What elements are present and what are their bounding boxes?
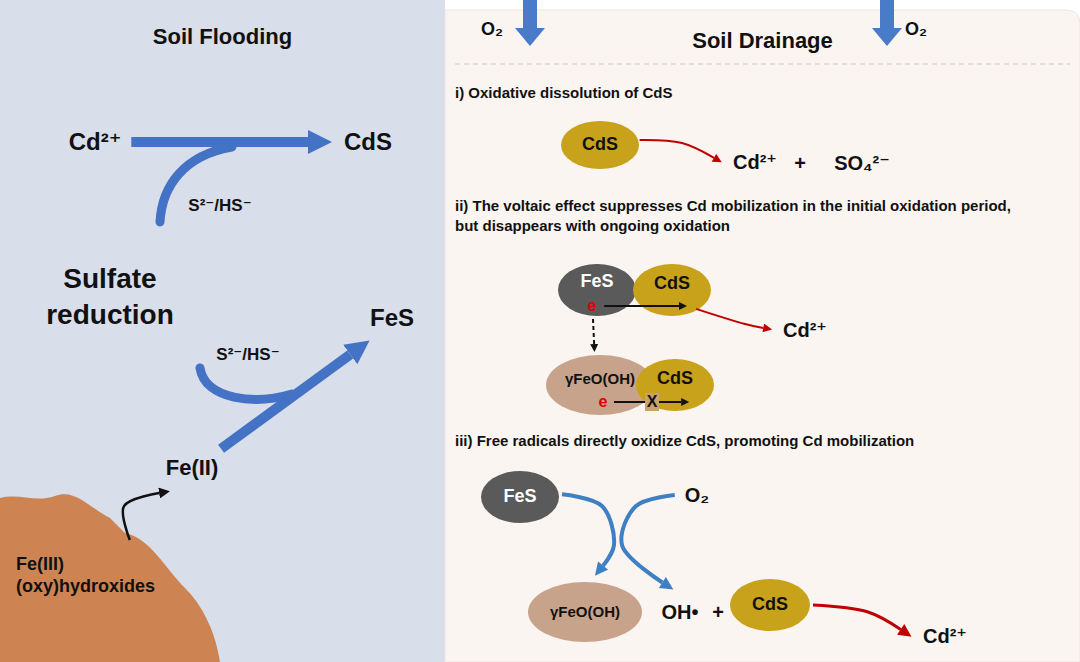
mineral-particle: CdS [632,263,712,317]
reagent-label: S²⁻/HS⁻ [188,196,251,216]
species-label: γFeO(OH) [550,603,620,621]
species-label: SO₄²⁻ [834,151,890,175]
species-label: Cd²⁺ [783,318,827,342]
chemical-species: Cd²⁺ [63,124,128,161]
step-heading: ii) The voltaic effect suppresses Cd mob… [455,196,1020,235]
plus-sign-holder: + [712,600,724,624]
chemical-species: Cd²⁺ [917,620,973,652]
drainage-ground [445,10,1080,662]
plus-sign: + [712,600,724,624]
reaction-arrow [221,355,350,449]
chemical-species: OH• [655,596,704,628]
particle-shape [633,264,711,316]
species-label: γFeO(OH) [565,370,635,388]
chemical-species: FeS [364,300,420,337]
reagent-label-holder: S²⁻/HS⁻ [188,196,251,216]
particle-shape [481,471,559,523]
blocked-mark: X [645,393,660,411]
particle-shape [636,359,714,411]
release-arrow [813,605,901,629]
particle-shape [730,579,810,631]
mineral-particle: γFeO(OH) [527,581,643,643]
oxygen-label: O₂ [905,19,927,41]
step-heading-holder: ii) The voltaic effect suppresses Cd mob… [455,196,1020,235]
region-panel: Cd²⁺ CdS FeS Fe(II) Fe(III) (oxy)hydroxides S… [0,0,445,662]
release-arrow [696,309,763,328]
species-label: FeS [503,486,536,508]
species-label: OH• [661,600,698,624]
species-label: CdS [654,273,690,295]
mineral-particle: FeS [557,263,637,317]
electron-label-holder: e [588,296,597,315]
chemical-species: O₂ [679,479,715,511]
species-label: CdS [752,594,788,616]
reaction-arrow [131,137,308,147]
step-heading: iii) Free radicals directly oxidize CdS,… [455,432,914,450]
step-heading: i) Oxidative dissolution of CdS [455,84,673,102]
step-heading-holder: iii) Free radicals directly oxidize CdS,… [455,432,914,450]
edge-label-holder: X [645,393,660,411]
species-label: CdS [582,134,618,156]
chemical-species: Cd²⁺ [777,314,833,346]
particle-shape [528,582,642,642]
chemical-species: Cd²⁺ [727,146,783,178]
region-heading: Soil Flooding [153,24,292,50]
mineral-particle: CdS [729,578,811,632]
flooding-ground [0,0,445,662]
species-label: CdS [344,128,392,157]
oxygen-arrow [872,0,902,46]
plus-sign: + [794,151,806,175]
electron-arrow [604,305,679,307]
particle-shape [546,355,654,415]
species-label: Cd²⁺ [923,624,967,648]
oxygen-label: O₂ [481,19,503,41]
oxygen-arrow [515,0,545,46]
region-panel: CdS Cd²⁺ SO₄²⁻ FeS CdS Cd²⁺ γFeO(OH) CdS FeS O₂ γF… [445,10,1080,662]
plus-sign-holder: + [794,151,806,175]
species-label: FeS [370,304,414,333]
species-label: FeS [580,271,613,293]
chemical-species: Fe(II) [160,451,225,485]
electron-label: e [588,296,597,315]
electron-label: e [599,392,608,411]
chemical-species: SO₄²⁻ [828,147,896,179]
mineral-particle: CdS [560,120,640,170]
oxidation-arrow [621,495,674,582]
mineral-shape [0,494,220,662]
sulfide-merge-arrow [200,368,292,399]
step-heading-holder: i) Oxidative dissolution of CdS [455,84,673,102]
oxygen-label-holder: O₂ [905,19,927,41]
electron-label-holder: e [599,392,608,411]
transformation-arrow [593,319,594,344]
particle-shape [561,121,639,169]
species-label: Cd²⁺ [733,150,777,174]
species-label: O₂ [685,483,709,507]
iron-oxide-mineral: Fe(III) (oxy)hydroxides [0,478,220,662]
oxidation-arrow [562,494,614,565]
reagent-label: S²⁻/HS⁻ [216,345,279,365]
species-label: Fe(III) (oxy)hydroxides [16,554,191,597]
release-arrow [640,140,714,158]
species-label: Cd²⁺ [69,128,122,157]
mineral-particle: FeS [480,470,560,524]
reagent-label-holder: S²⁻/HS⁻ [216,345,279,365]
particle-shape [558,264,636,316]
process-label-holder: Sulfate reduction [23,261,198,334]
chemical-species: CdS [338,124,398,161]
oxygen-label-holder: O₂ [481,19,503,41]
divider-line [455,63,1070,65]
reduction-arrow [123,493,159,540]
process-label: Sulfate reduction [23,261,198,334]
species-label: CdS [657,368,693,390]
species-label: Fe(II) [166,455,219,481]
region-heading: Soil Drainage [692,28,833,54]
